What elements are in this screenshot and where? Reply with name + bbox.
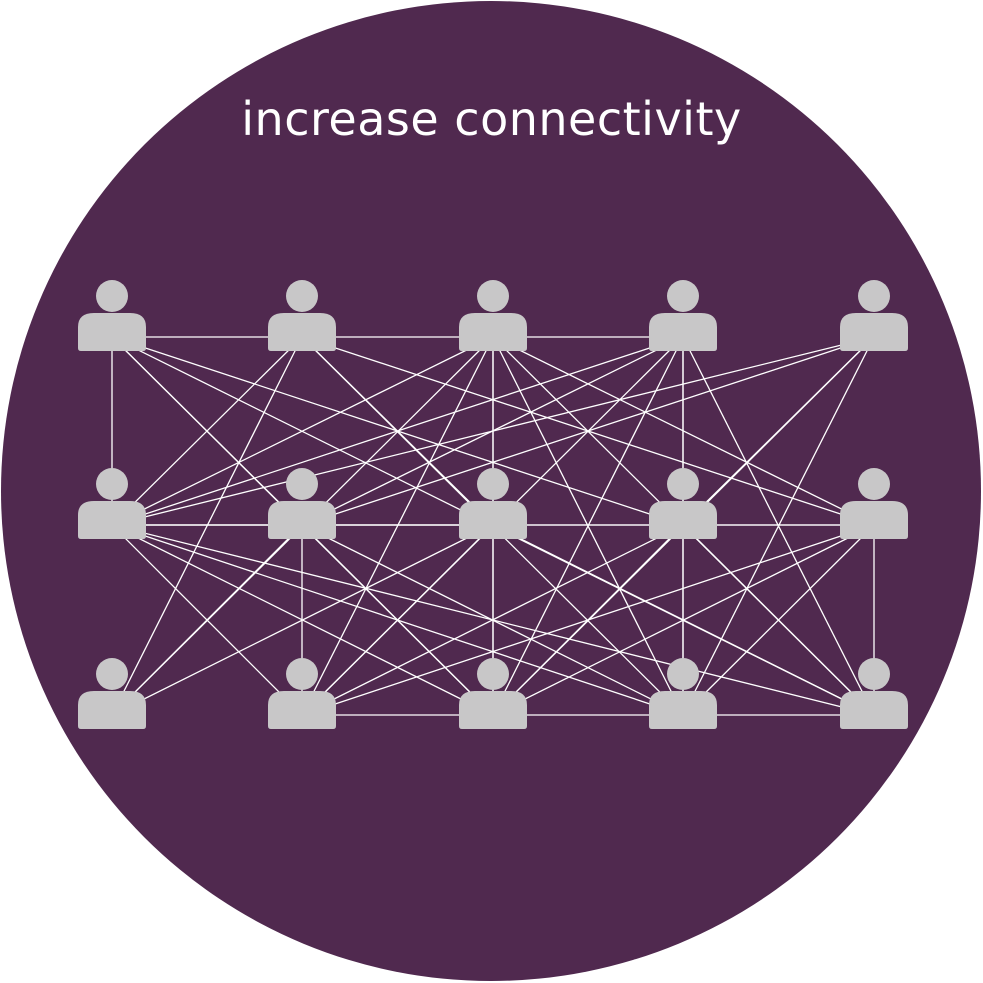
connection-line xyxy=(301,524,684,716)
connection-line xyxy=(301,524,875,716)
connection-line xyxy=(111,336,303,716)
person-icon xyxy=(459,280,527,351)
connection-line xyxy=(111,524,303,716)
person-icon xyxy=(78,468,146,539)
connection-line xyxy=(492,524,875,716)
person-icon xyxy=(78,658,146,729)
person-icon xyxy=(840,468,908,539)
people-grid xyxy=(78,280,908,729)
person-icon xyxy=(459,468,527,539)
person-icon xyxy=(649,280,717,351)
person-icon xyxy=(840,280,908,351)
person-icon xyxy=(268,468,336,539)
person-icon xyxy=(459,658,527,729)
connection-line xyxy=(111,336,494,526)
connection-line xyxy=(111,336,684,526)
connection-line xyxy=(301,336,494,716)
person-icon xyxy=(268,280,336,351)
person-icon xyxy=(268,658,336,729)
diagram-title: increase connectivity xyxy=(241,92,742,146)
connection-line xyxy=(111,336,875,526)
connection-line xyxy=(682,524,875,716)
connection-line xyxy=(682,336,875,716)
person-icon xyxy=(840,658,908,729)
connection-line xyxy=(111,524,494,716)
person-icon xyxy=(649,658,717,729)
person-icon xyxy=(649,468,717,539)
connection-line xyxy=(492,336,684,716)
connection-line xyxy=(111,336,303,526)
connection-line xyxy=(301,524,494,716)
connection-line xyxy=(301,336,875,526)
person-icon xyxy=(78,280,146,351)
